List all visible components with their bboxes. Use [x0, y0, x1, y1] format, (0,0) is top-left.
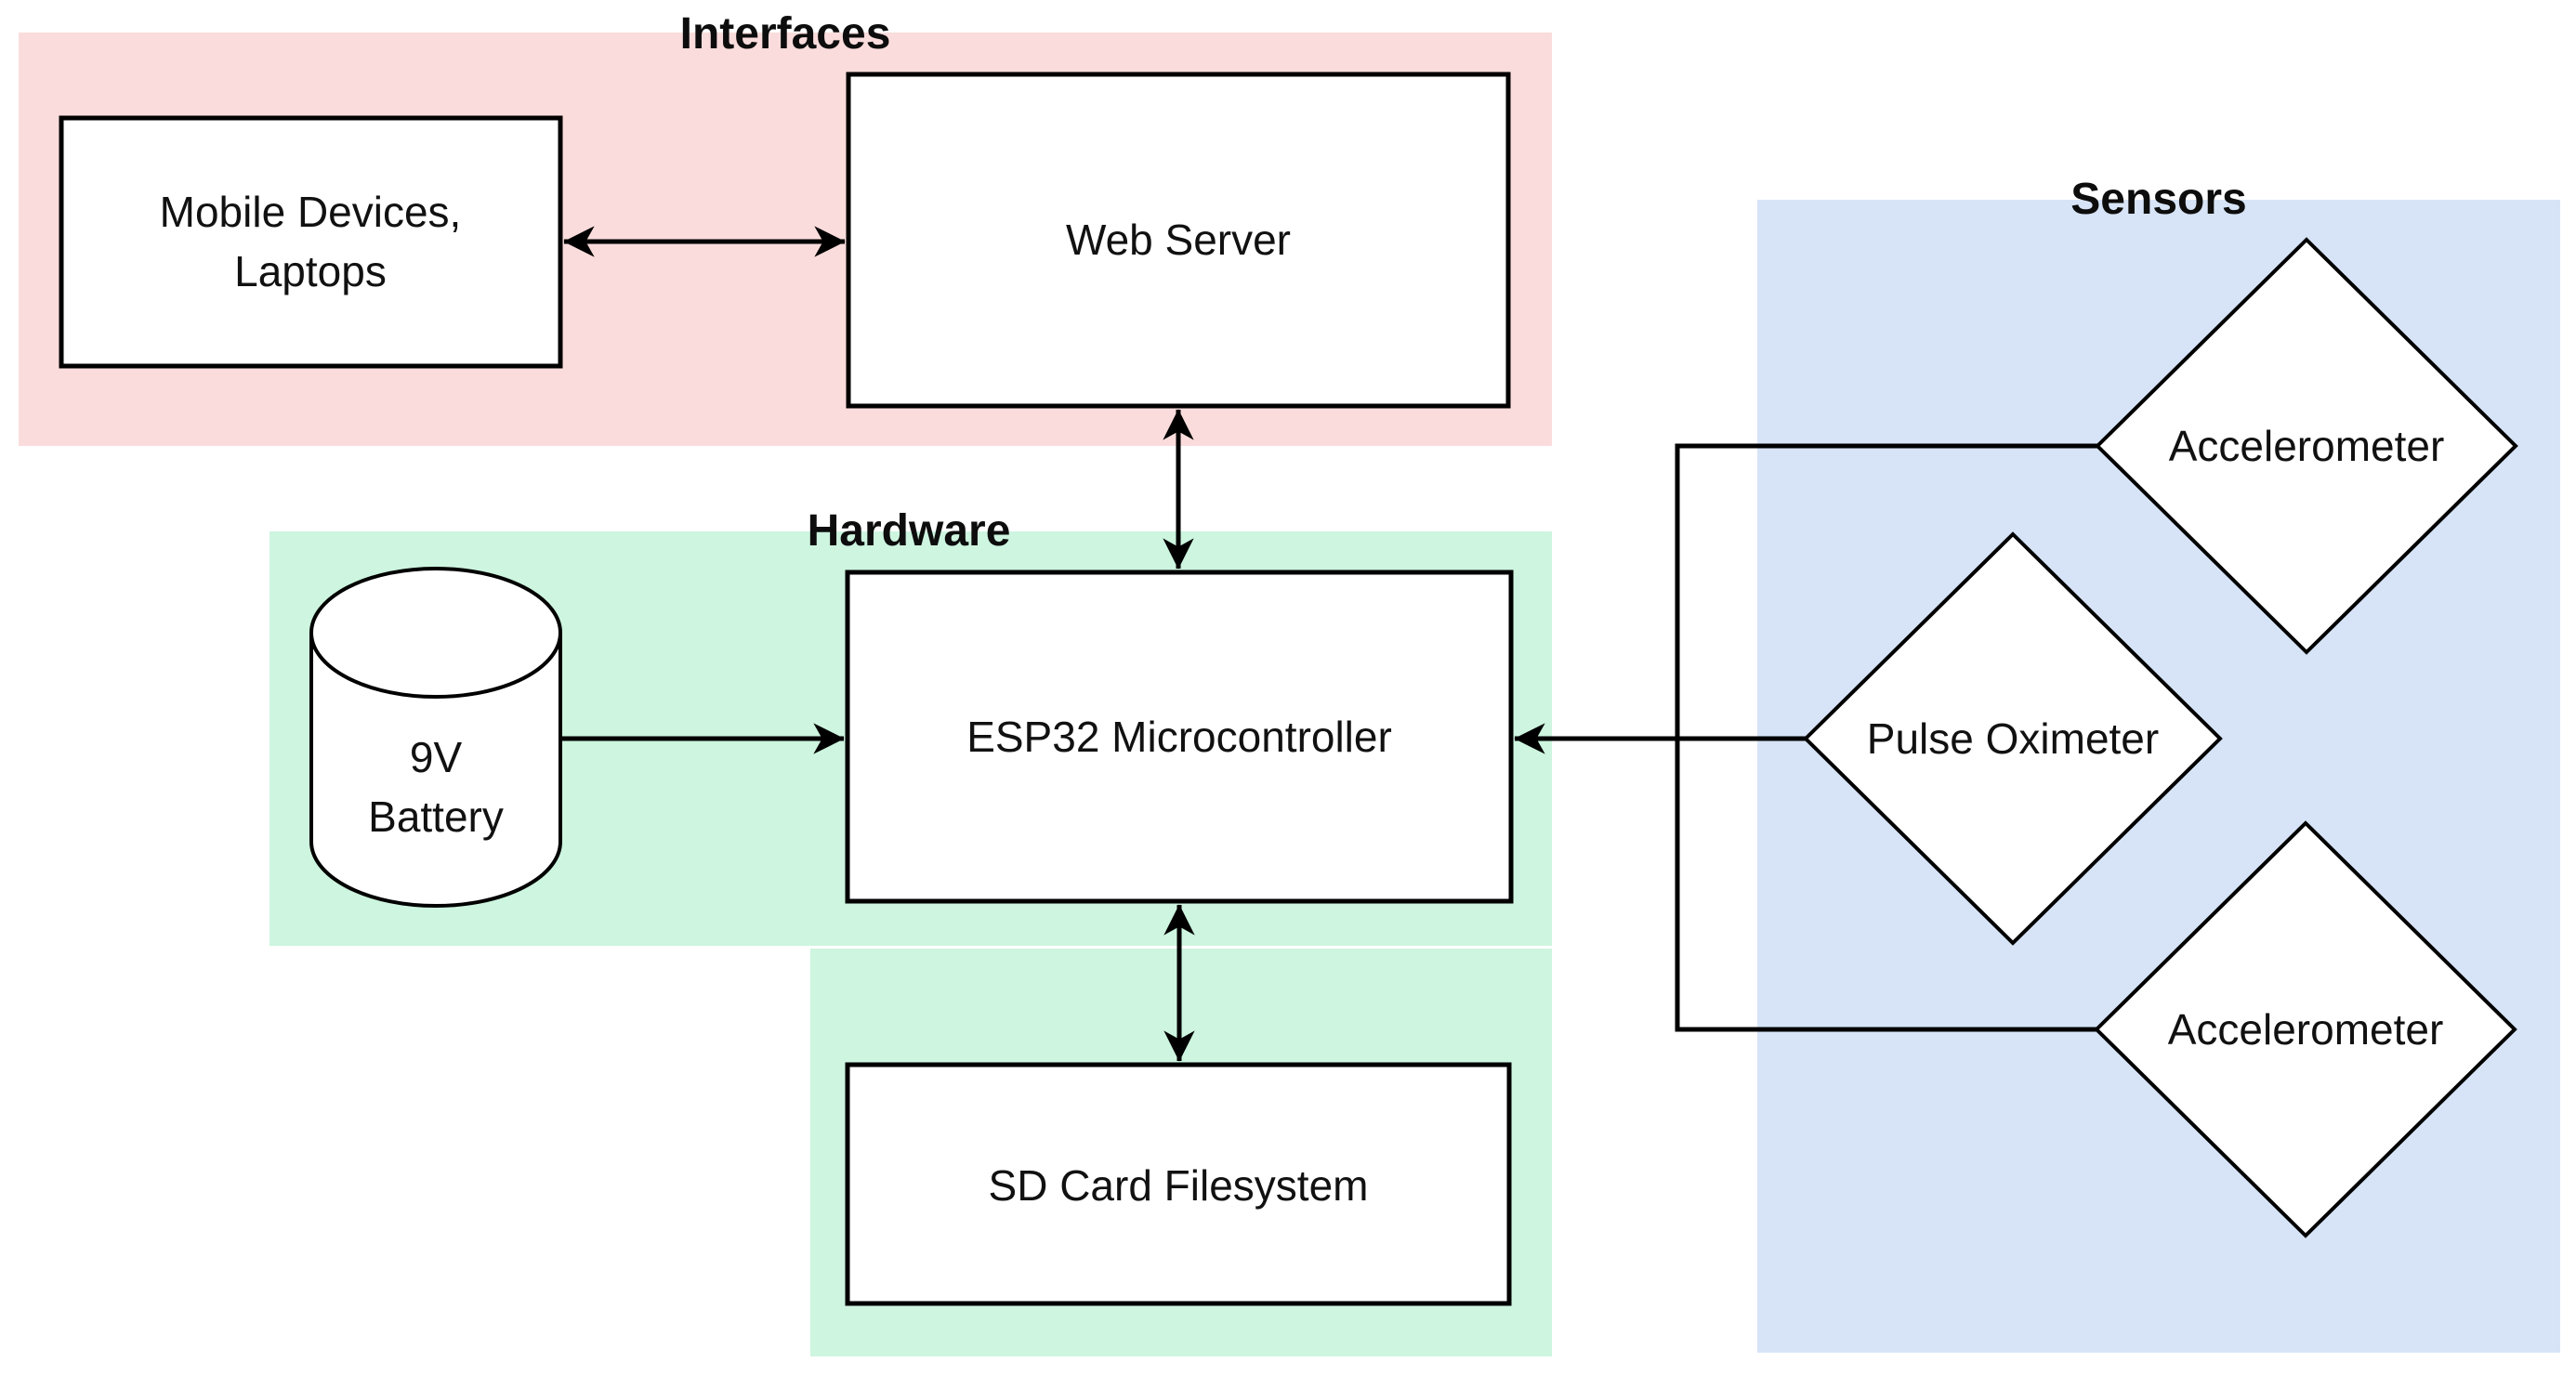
mobile-devices-label-line1: Mobile Devices, — [159, 188, 462, 236]
mobile-devices-label: Mobile Devices, Laptops — [160, 182, 462, 301]
battery-label-line2: Battery — [368, 792, 504, 841]
sd-card-label: SD Card Filesystem — [988, 1161, 1369, 1210]
interfaces-region-label: Interfaces — [679, 9, 891, 59]
edge-accelerometers-trunk — [1675, 443, 2097, 1032]
sensors-region-label: Sensors — [2070, 175, 2247, 224]
pulse-oximeter-diamond — [1803, 531, 2223, 946]
web-server-node — [846, 72, 1511, 409]
battery-label: 9V Battery — [368, 727, 504, 846]
battery-label-line1: 9V — [409, 733, 463, 781]
mobile-devices-node — [59, 115, 563, 369]
battery-cylinder — [309, 567, 562, 908]
pulse-oximeter-label: Pulse Oximeter — [1866, 714, 2160, 763]
accelerometer-bottom-diamond — [2094, 820, 2517, 1238]
hardware-region-label: Hardware — [807, 506, 1011, 556]
mobile-devices-label-line2: Laptops — [234, 247, 387, 295]
sd-card-node — [845, 1062, 1512, 1306]
esp32-label: ESP32 Microcontroller — [966, 713, 1392, 761]
accelerometer-top-diamond — [2095, 237, 2518, 655]
esp32-node — [845, 570, 1514, 904]
web-server-label: Web Server — [1065, 216, 1292, 264]
accelerometer-top-label: Accelerometer — [2168, 422, 2445, 470]
accelerometer-bottom-label: Accelerometer — [2167, 1005, 2444, 1054]
